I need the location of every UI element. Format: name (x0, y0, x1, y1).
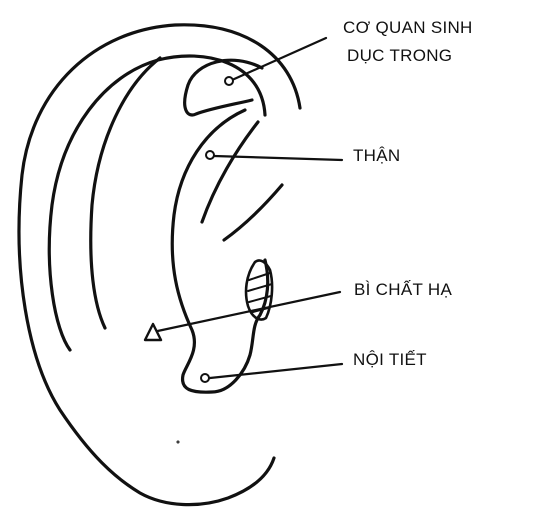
concha-inner-line (224, 185, 282, 240)
label-internal-genitals-line2: DỤC TRONG (347, 46, 452, 66)
speck (177, 441, 179, 443)
helix-inner-line (49, 56, 265, 350)
label-endocrine: NỘI TIẾT (353, 350, 427, 370)
point-internal-genitals (225, 77, 233, 85)
ear-outline (19, 25, 300, 505)
pointer-internal-genitals (232, 38, 326, 80)
label-kidney: THẬN (353, 146, 400, 166)
point-kidney (206, 151, 214, 159)
point-endocrine (201, 374, 209, 382)
superior-crus (185, 60, 262, 115)
crus-line (202, 122, 258, 222)
pointer-endocrine (210, 364, 342, 378)
label-subcortex: BÌ CHẤT HẠ (354, 280, 452, 300)
concha-contour (172, 110, 268, 392)
antihelix-line (91, 58, 160, 328)
label-internal-genitals-line1: CƠ QUAN SINH (343, 18, 473, 38)
triangle-marker (145, 324, 161, 340)
